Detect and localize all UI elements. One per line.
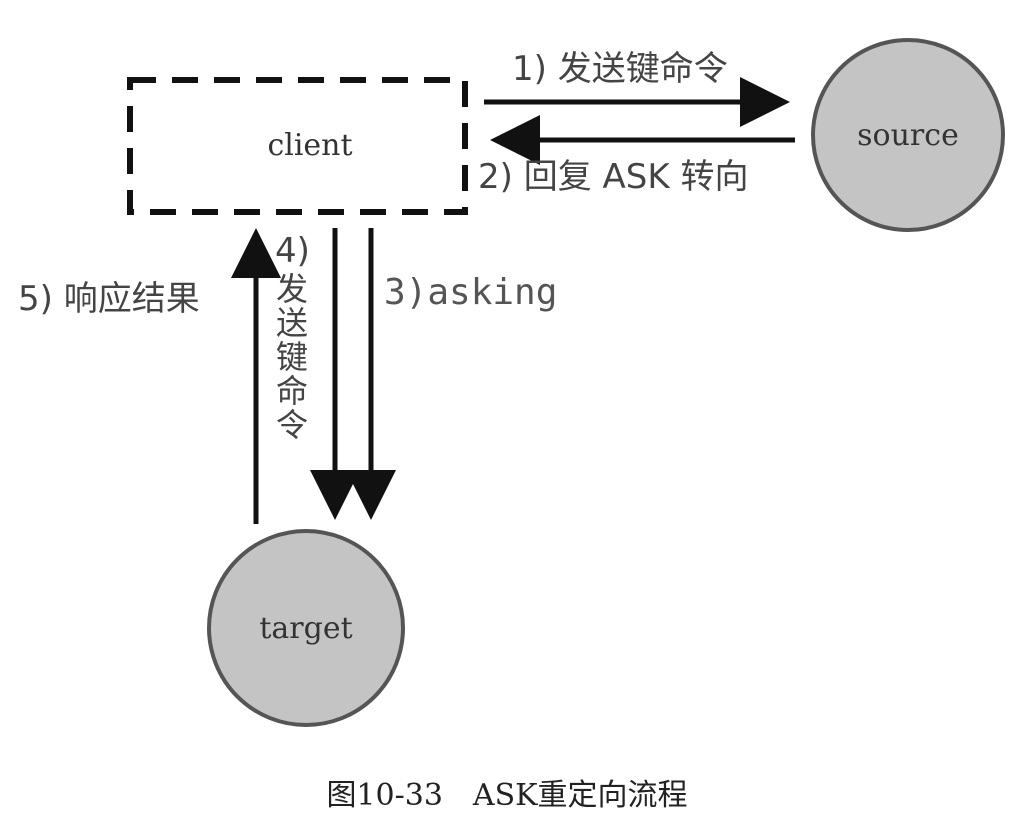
step2-label: 2) 回复 ASK 转向	[478, 157, 748, 197]
step4-vertical-label: 发送键命令	[271, 272, 309, 442]
step5-label: 5) 响应结果	[18, 279, 200, 319]
source-node	[811, 38, 1005, 232]
client-box	[127, 77, 468, 215]
step1-label: 1) 发送键命令	[512, 49, 728, 89]
figure-caption: 图10-33 ASK重定向流程	[326, 778, 688, 813]
source-label: source	[857, 118, 959, 153]
client-label: client	[267, 128, 352, 163]
step3-label: 3)asking	[384, 272, 557, 313]
target-label: target	[259, 611, 352, 646]
step4-number: 4)	[275, 231, 310, 271]
target-node	[207, 529, 405, 727]
